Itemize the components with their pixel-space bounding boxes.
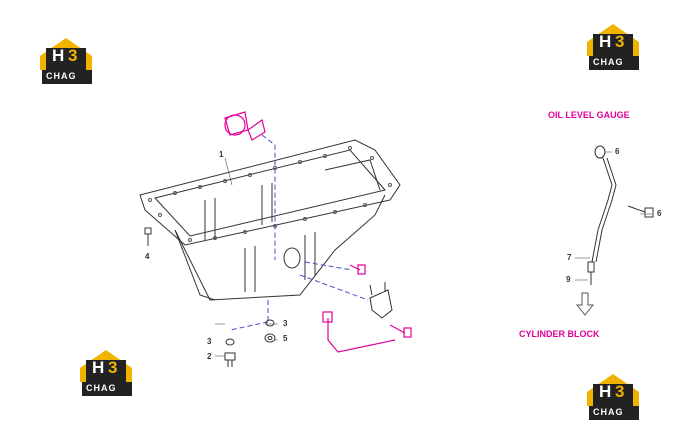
callout-6-bolt: 6	[657, 209, 662, 218]
logo-house-icon	[40, 38, 92, 84]
oil-strainer-part	[224, 111, 266, 141]
callout-1: 1	[219, 150, 224, 159]
logo-number: 3	[615, 382, 625, 401]
logo-house-icon	[80, 350, 132, 396]
logo-house-icon	[587, 24, 639, 70]
assembly-line-plug	[229, 321, 269, 331]
oil-level-gauge	[587, 145, 617, 285]
logo-number: 3	[108, 358, 118, 377]
logo-number: 3	[615, 32, 625, 51]
logo-h-letter: H	[599, 382, 612, 401]
hose-clip	[322, 311, 333, 323]
oil-level-gauge-title: OIL LEVEL GAUGE	[548, 110, 630, 120]
bracket-bolt	[389, 324, 412, 338]
oil-pan-sump-front	[174, 229, 216, 301]
oil-pan-rib-5	[324, 159, 381, 191]
logo-brand-text: CHAG	[86, 383, 117, 393]
drain-plug-2	[224, 352, 236, 367]
logo-brand-text: CHAG	[593, 57, 624, 67]
logo-h-letter: H	[52, 46, 65, 65]
callout-3-right: 3	[283, 319, 288, 328]
callout-4: 4	[145, 252, 150, 261]
arrow-down-icon	[575, 292, 595, 316]
nut-5	[264, 333, 276, 343]
oil-pan-sump	[174, 194, 386, 301]
oil-pan-flange	[139, 139, 401, 246]
callout-5: 5	[283, 334, 288, 343]
callout-7: 7	[567, 253, 572, 262]
pan-side-bolt	[349, 264, 366, 275]
assembly-line-bracket	[299, 274, 369, 301]
assembly-line-bolt	[304, 261, 353, 271]
gauge-bolt-6	[627, 205, 654, 218]
logo-h-letter: H	[92, 358, 105, 377]
washer-3-left	[225, 338, 235, 346]
logo-number: 3	[68, 46, 78, 65]
brand-logo-top-left: H 3 CHAG	[38, 36, 98, 86]
brand-logo-top-right: H 3 CHAG	[585, 22, 645, 72]
brand-logo-bottom-left: H 3 CHAG	[78, 348, 138, 398]
callout-3-left: 3	[207, 337, 212, 346]
assembly-line-strainer	[261, 134, 276, 260]
hose-line	[327, 318, 396, 353]
callout-9: 9	[566, 275, 571, 284]
logo-brand-text: CHAG	[593, 407, 624, 417]
oil-pan-inner-rim	[154, 149, 386, 237]
brand-logo-bottom-right: H 3 CHAG	[585, 372, 645, 422]
logo-house-icon	[587, 374, 639, 420]
oil-pan-rib-2	[261, 183, 273, 225]
callout-2: 2	[207, 352, 212, 361]
flange-bolt-holes	[148, 146, 392, 242]
oil-pan-rib-4	[304, 232, 316, 280]
oil-pan-rib-3	[244, 246, 256, 292]
logo-brand-text: CHAG	[46, 71, 77, 81]
oil-pan-port	[283, 247, 301, 269]
bracket-part	[369, 282, 393, 319]
bolt-part-4	[144, 227, 152, 246]
oil-pan-rib-1	[204, 198, 216, 240]
cylinder-block-title: CYLINDER BLOCK	[519, 329, 600, 339]
washer-3-right	[265, 319, 275, 327]
logo-h-letter: H	[599, 32, 612, 51]
callout-6-top: 6	[615, 147, 620, 156]
